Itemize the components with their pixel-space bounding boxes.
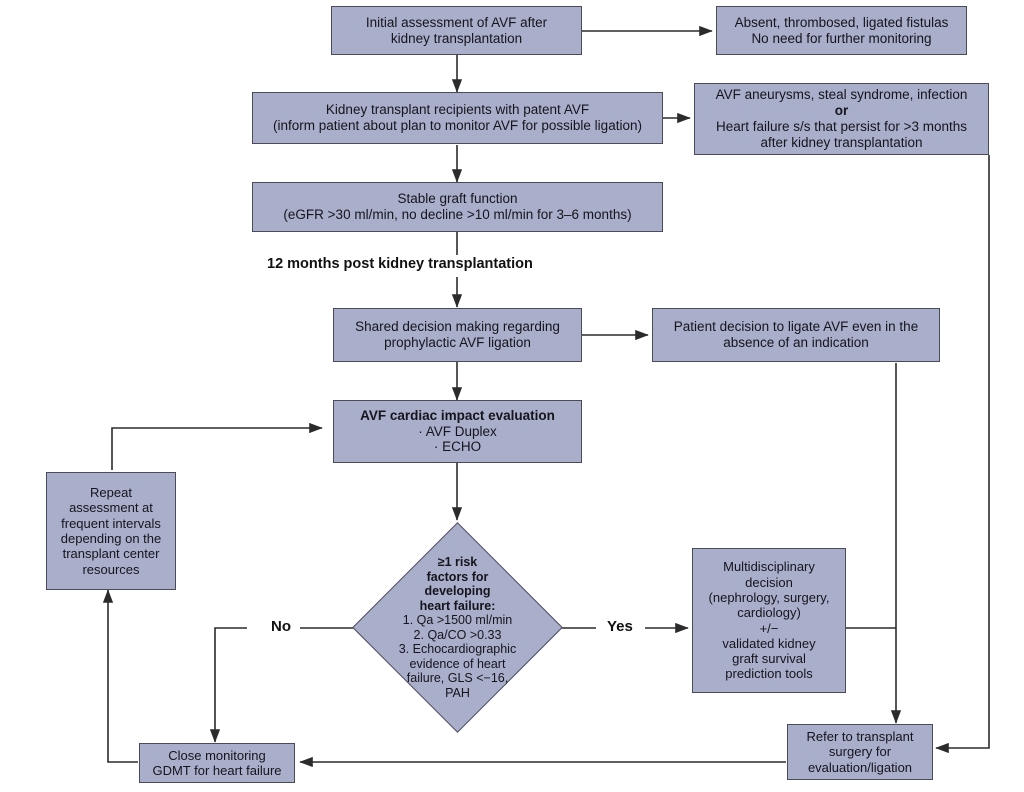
node-stable-graft[interactable]: Stable graft function (eGFR >30 ml/min, … <box>252 182 663 232</box>
node-multidisciplinary-line4: cardiology) <box>737 605 801 621</box>
node-initial-assessment[interactable]: Initial assessment of AVF after kidney t… <box>331 6 582 55</box>
node-cardiac-evaluation-bullet2: · ECHO <box>433 439 482 455</box>
node-repeat-assessment-line6: resources <box>82 561 140 577</box>
node-stable-graft-line1: Stable graft function <box>397 191 518 207</box>
diamond-item3: 3. Echocardiographic <box>398 642 517 657</box>
diamond-item1: 1. Qa >1500 ml/min <box>402 613 513 628</box>
node-cardiac-evaluation-bullet1: · AVF Duplex <box>418 423 497 439</box>
edge-aneurysms-to-refer <box>935 155 990 754</box>
edge-label-yes: Yes <box>604 618 636 635</box>
node-multidisciplinary-decision[interactable]: Multidisciplinary decision (nephrology, … <box>692 548 846 693</box>
edge-close-to-repeat <box>102 589 138 763</box>
node-refer-surgery[interactable]: Refer to transplant surgery for evaluati… <box>787 724 933 780</box>
node-refer-surgery-line1: Refer to transplant <box>806 729 914 744</box>
node-risk-factors-diamond[interactable]: ≥1 risk factors for developing heart fai… <box>352 522 563 733</box>
node-stable-graft-line2: (eGFR >30 ml/min, no decline >10 ml/min … <box>283 207 632 222</box>
node-refer-surgery-line2: surgery for <box>828 744 892 760</box>
node-patent-avf[interactable]: Kidney transplant recipients with patent… <box>252 92 663 144</box>
node-initial-assessment-line2: kidney transplantation <box>390 30 523 46</box>
node-multidisciplinary-line1: Multidisciplinary <box>723 559 815 575</box>
diamond-heading2: factors for <box>426 569 489 584</box>
diamond-item4: evidence of heart <box>409 656 506 671</box>
node-aneurysms-line1: AVF aneurysms, steal syndrome, infection <box>715 87 968 103</box>
node-repeat-assessment-line1: Repeat <box>90 485 132 501</box>
node-patent-avf-line1: Kidney transplant recipients with patent… <box>325 102 590 118</box>
node-aneurysms-line4: after kidney transplantation <box>760 134 923 150</box>
node-cardiac-evaluation-heading: AVF cardiac impact evaluation <box>360 407 555 423</box>
node-refer-surgery-line3: evaluation/ligation <box>807 759 913 775</box>
diamond-item5: failure, GLS <−16, <box>406 671 509 686</box>
node-shared-decision[interactable]: Shared decision making regarding prophyl… <box>333 308 582 362</box>
diamond-item6: PAH <box>445 685 470 700</box>
node-repeat-assessment[interactable]: Repeat assessment at frequent intervals … <box>46 472 176 590</box>
node-cardiac-evaluation[interactable]: AVF cardiac impact evaluation · AVF Dupl… <box>333 400 582 463</box>
node-repeat-assessment-line4: depending on the <box>60 531 162 546</box>
node-repeat-assessment-line5: transplant center <box>62 546 160 562</box>
node-multidisciplinary-line2: decision <box>745 574 793 590</box>
diamond-heading4: heart failure: <box>419 598 496 613</box>
node-aneurysms[interactable]: AVF aneurysms, steal syndrome, infection… <box>694 83 989 155</box>
node-patent-avf-line2: (inform patient about plan to monitor AV… <box>273 118 642 133</box>
node-multidisciplinary-line3: (nephrology, surgery, <box>708 589 830 605</box>
node-initial-assessment-line1: Initial assessment of AVF after <box>365 14 548 30</box>
diamond-heading1: ≥1 risk <box>437 555 478 570</box>
node-patient-decision[interactable]: Patient decision to ligate AVF even in t… <box>652 308 940 362</box>
node-absent-fistulas-line2: No need for further monitoring <box>751 30 932 46</box>
node-absent-fistulas-line1: Absent, thrombosed, ligated fistulas <box>734 14 949 30</box>
node-absent-fistulas[interactable]: Absent, thrombosed, ligated fistulas No … <box>716 6 967 55</box>
edge-repeat-to-cardiac <box>111 422 323 470</box>
node-close-monitoring[interactable]: Close monitoring GDMT for heart failure <box>139 743 295 783</box>
diamond-heading3: developing <box>424 584 491 599</box>
node-repeat-assessment-line2: assessment at <box>69 500 153 516</box>
node-aneurysms-line2: or <box>834 103 849 119</box>
node-multidisciplinary-line8: prediction tools <box>725 666 813 682</box>
node-multidisciplinary-line5: +/− <box>759 620 779 636</box>
edge-no-to-close <box>209 627 247 743</box>
edge-label-no: No <box>268 618 294 635</box>
node-close-monitoring-line2: GDMT for heart failure <box>152 763 282 778</box>
node-patient-decision-line2: absence of an indication <box>723 335 869 350</box>
node-aneurysms-line3: Heart failure s/s that persist for >3 mo… <box>716 119 967 134</box>
diamond-item2: 2. Qa/CO >0.33 <box>413 627 502 642</box>
node-shared-decision-line2: prophylactic AVF ligation <box>384 335 531 350</box>
node-shared-decision-line1: Shared decision making regarding <box>355 319 560 335</box>
label-12-months-post-transplant: 12 months post kidney transplantation <box>263 256 537 272</box>
node-repeat-assessment-line3: frequent intervals <box>61 515 161 531</box>
node-multidisciplinary-line6: validated kidney <box>722 635 816 651</box>
node-close-monitoring-line1: Close monitoring <box>168 747 266 763</box>
node-multidisciplinary-line7: graft survival <box>732 651 806 667</box>
diamond-text: ≥1 risk factors for developing heart fai… <box>391 536 524 721</box>
node-patient-decision-line1: Patient decision to ligate AVF even in t… <box>673 319 919 335</box>
